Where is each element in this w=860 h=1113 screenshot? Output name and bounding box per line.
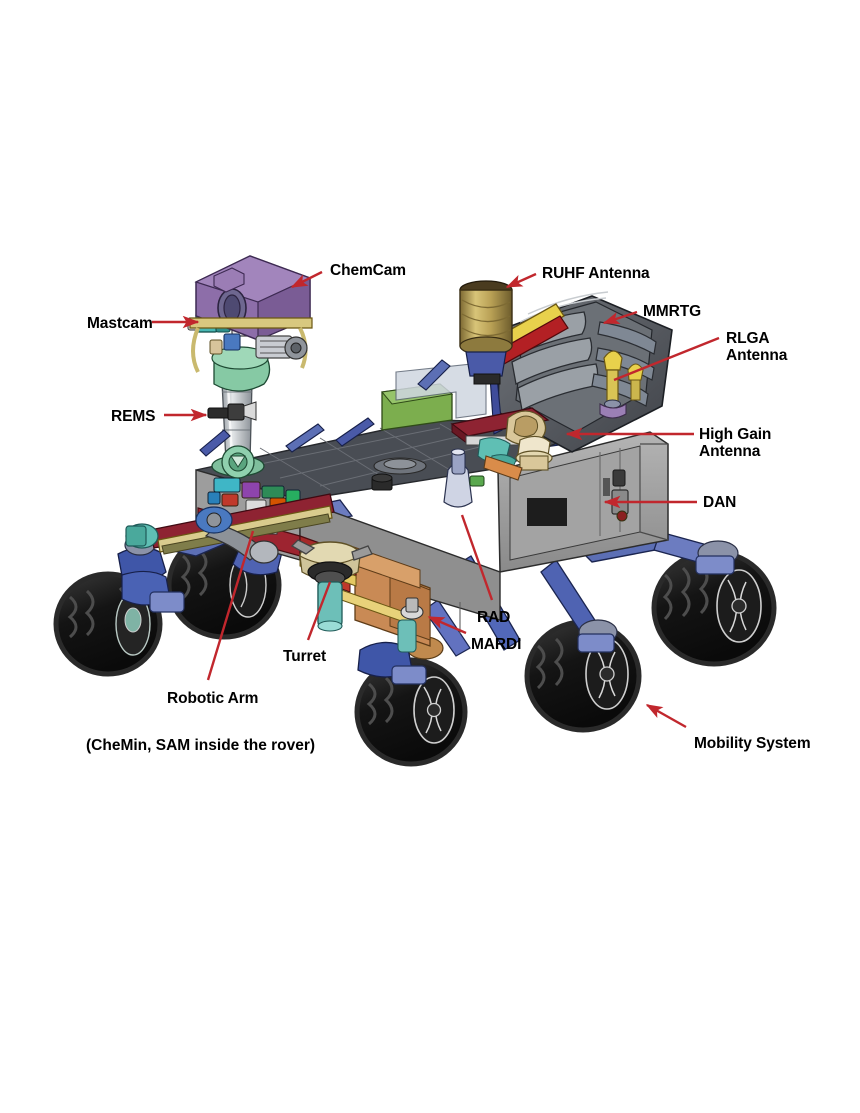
chemcam-leader — [290, 270, 323, 289]
mobility-leader — [645, 703, 687, 729]
label-mastcam: Mastcam — [87, 315, 153, 332]
label-turret: Turret — [283, 648, 327, 665]
ruhf-antenna-unit — [459, 280, 513, 385]
label-robotic-arm: Robotic Arm — [167, 690, 259, 707]
label-ruhf-antenna: RUHF Antenna — [542, 265, 650, 282]
rems-unit — [207, 401, 257, 421]
label-mardi: MARDI — [471, 636, 522, 653]
rad-leader — [460, 514, 494, 601]
figure-caption: (CheMin, SAM inside the rover) — [86, 737, 316, 754]
wheel-rear-right — [651, 549, 777, 667]
rad-unit — [443, 448, 485, 508]
turret-unit — [290, 539, 373, 632]
label-chemcam: ChemCam — [330, 262, 406, 279]
mardi-unit — [400, 597, 424, 620]
wheel-front-right — [354, 657, 468, 767]
ruhf-leader — [505, 272, 537, 289]
label-rems: REMS — [111, 408, 156, 425]
rover-illustration — [53, 255, 777, 767]
mast-assembly — [187, 255, 313, 479]
turret-leader — [306, 581, 332, 641]
wheel-front-left — [53, 571, 163, 677]
label-mobility-system: Mobility System — [694, 735, 811, 752]
high-gain-antenna-unit — [450, 407, 553, 481]
label-rlga-antenna: RLGA Antenna — [726, 330, 788, 364]
mardi-leader — [427, 615, 467, 635]
mmrtg-leader — [602, 310, 638, 325]
label-dan: DAN — [703, 494, 737, 511]
label-rad: RAD — [477, 609, 511, 626]
deck-struts — [199, 359, 451, 457]
robotic-arm-leader — [206, 530, 255, 681]
label-mmrtg: MMRTG — [643, 303, 702, 320]
robotic-arm-assembly — [125, 493, 373, 632]
label-high-gain-antenna: High Gain Antenna — [699, 426, 772, 460]
rlga-leader — [613, 336, 720, 382]
leader-lines — [152, 270, 720, 729]
